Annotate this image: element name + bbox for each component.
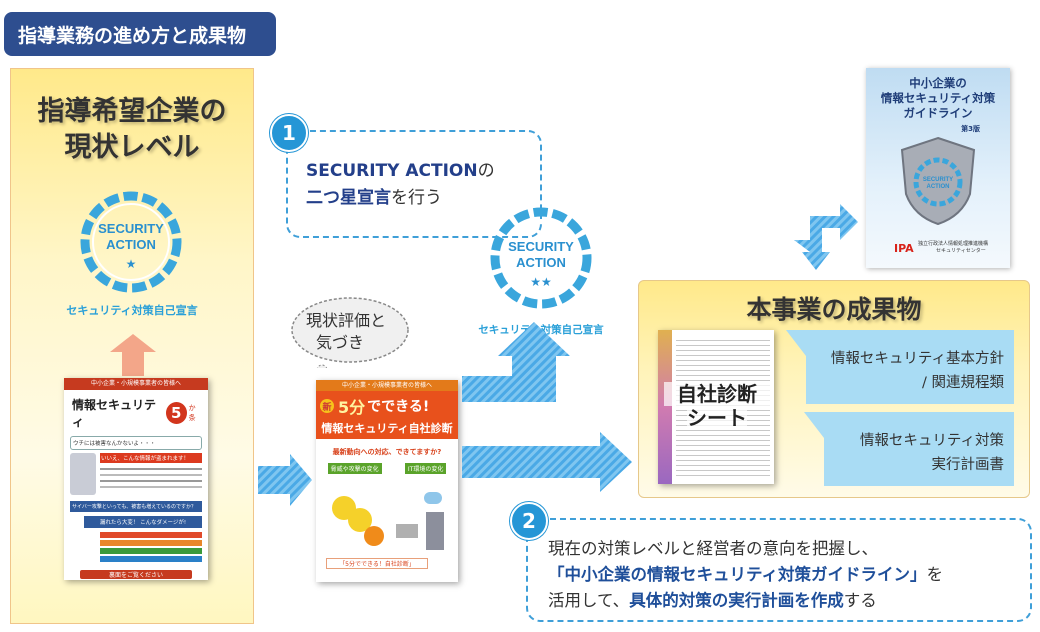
leaflet2-tag1: 脅威や攻撃の変化	[327, 463, 382, 474]
leaflet2-headline: 新 5分 でできる! 情報セキュリティ自社診断	[316, 391, 458, 439]
leaflet2-subtitle: 情報セキュリティ自社診断	[321, 422, 453, 435]
deliverable-plan-line1: 情報セキュリティ対策	[860, 432, 1005, 449]
book-title-line3: ガイドライン	[903, 106, 973, 120]
badge1-stars: ★	[126, 257, 137, 271]
deliverables-title: 本事業の成果物	[746, 295, 922, 324]
step2-line3-b: する	[843, 591, 877, 610]
shield-line1: SECURITY	[923, 177, 953, 183]
shield-line2: ACTION	[927, 184, 950, 190]
step1-line1-rest: の	[477, 161, 495, 181]
deliverable-policy-line2: / 関連規程類	[922, 374, 1004, 391]
sheet-label-line1: 自社診断	[664, 382, 770, 406]
book-title: 中小企業の 情報セキュリティ対策 ガイドライン	[866, 76, 1010, 121]
up-arrow-icon	[110, 334, 156, 376]
book-title-line1: 中小企業の	[909, 76, 967, 90]
step1-line1-bold: SECURITY ACTION	[306, 161, 478, 181]
self-diagnosis-sheet: 自社診断 シート	[658, 330, 774, 484]
arrow-right-1	[258, 454, 312, 506]
step2-line3-highlight: 具体的対策の実行計画を作成	[629, 591, 844, 610]
leaflet1-answer: いいえ、こんな情報が盗まれます！	[100, 453, 202, 463]
page-title: 指導業務の進め方と成果物	[4, 12, 276, 56]
leaflet1-footer: 裏面をご覧ください	[80, 570, 192, 579]
ipa-logo: IPA	[894, 242, 914, 255]
leaflet2-question: 最新動向への対応、できてますか?	[332, 448, 442, 456]
shield-icon: SECURITY ACTION	[900, 136, 976, 226]
leaflet1-number: 5	[165, 402, 187, 424]
leaflet2-bottom: 「5分でできる！自社診断」	[326, 558, 428, 569]
book-title-line2: 情報セキュリティ対策	[880, 91, 996, 105]
security-action-two-star-logo: SECURITY ACTION ★★	[490, 207, 592, 309]
step1-line2-rest: を行う	[391, 188, 442, 208]
badge2-line1: SECURITY	[508, 239, 574, 254]
badge1-caption: セキュリティ対策自己宣言	[66, 304, 198, 317]
leaflet2-tag2: IT環境の変化	[404, 463, 447, 474]
thought-cloud	[291, 297, 409, 368]
deliverable-policy-line1: 情報セキュリティ基本方針	[831, 350, 1004, 367]
leaflet1-title: 情報セキュリティ	[72, 398, 157, 429]
thought-line2: 気づき	[316, 333, 365, 352]
current-level-title-line1: 指導希望企業の	[37, 96, 227, 127]
guideline-book: 中小企業の 情報セキュリティ対策 ガイドライン 第3版 SECURITY ACT…	[866, 68, 1010, 268]
leaflet2-illustration	[332, 492, 444, 550]
step1-box	[286, 130, 542, 238]
arrow-book-elbow	[794, 204, 858, 270]
step1-text: SECURITY ACTIONの 二つ星宣言を行う	[306, 158, 495, 212]
step2-box	[526, 518, 1032, 622]
deliverable-plan: 情報セキュリティ対策 実行計画書	[804, 412, 1014, 486]
five-rules-leaflet: 中小企業・小規模事業者の皆様へ 情報セキュリティ 5 か条 ウチには被害なんかな…	[64, 378, 208, 580]
badge1-line1: SECURITY	[98, 221, 164, 236]
leaflet1-question: ウチには被害なんかないよ・・・	[70, 436, 202, 450]
step2-line1: 現在の対策レベルと経営者の意向を把握し、	[548, 539, 878, 558]
self-diagnosis-leaflet: 中小企業・小規模事業者の皆様へ 新 5分 でできる! 情報セキュリティ自社診断 …	[316, 380, 458, 582]
step2-line3-a: 活用して、	[548, 591, 630, 610]
badge1-line2: ACTION	[106, 237, 156, 252]
sheet-label: 自社診断 シート	[664, 382, 770, 430]
leaflet2-new-badge: 新	[320, 399, 334, 413]
current-level-title-line2: 現状レベル	[64, 132, 200, 163]
leaflet1-bar1: サイバー攻撃といっても、被害も増えているのですか？	[70, 501, 202, 512]
book-edition: 第3版	[961, 125, 980, 133]
step2-line2-rest: を	[926, 565, 944, 584]
step2-text: 現在の対策レベルと経営者の意向を把握し、 「中小企業の情報セキュリティ対策ガイド…	[548, 536, 943, 614]
badge2-stars: ★★	[530, 275, 552, 289]
leaflet1-top-strip: 中小企業・小規模事業者の皆様へ	[64, 378, 208, 390]
leaflet1-bar2: 漏れたら大変！ こんなダメージが!	[84, 516, 202, 528]
book-publisher: 独立行政法人情報処理推進機構 セキュリティセンター	[918, 241, 988, 255]
arrow-up-elbow	[462, 322, 570, 402]
step1-number: 1	[270, 114, 308, 152]
book-org2: セキュリティセンター	[936, 248, 986, 254]
leaflet2-top-strip: 中小企業・小規模事業者の皆様へ	[316, 380, 458, 391]
step1-line2-bold: 二つ星宣言	[306, 188, 391, 208]
step2-line2-highlight: 「中小企業の情報セキュリティ対策ガイドライン」	[548, 565, 927, 584]
businessman-illustration	[70, 453, 96, 495]
leaflet1-suffix: か条	[188, 404, 196, 422]
thought-text: 現状評価と 気づき	[306, 310, 386, 354]
sheet-label-line2: シート	[687, 406, 747, 430]
leaflet2-headline-rest: でできる!	[367, 399, 430, 415]
step2-number: 2	[510, 502, 548, 540]
current-level-title: 指導希望企業の 現状レベル	[10, 94, 254, 166]
thought-line1: 現状評価と	[306, 311, 387, 330]
badge2-line2: ACTION	[516, 255, 566, 270]
leaflet2-minutes: 5分	[338, 398, 366, 417]
arrow-right-2	[462, 432, 632, 492]
deliverable-plan-line2: 実行計画書	[932, 456, 1005, 473]
deliverable-policy: 情報セキュリティ基本方針 / 関連規程類	[786, 330, 1014, 404]
book-org1: 独立行政法人情報処理推進機構	[918, 241, 989, 247]
security-action-one-star-logo: SECURITY ACTION ★	[80, 191, 182, 293]
